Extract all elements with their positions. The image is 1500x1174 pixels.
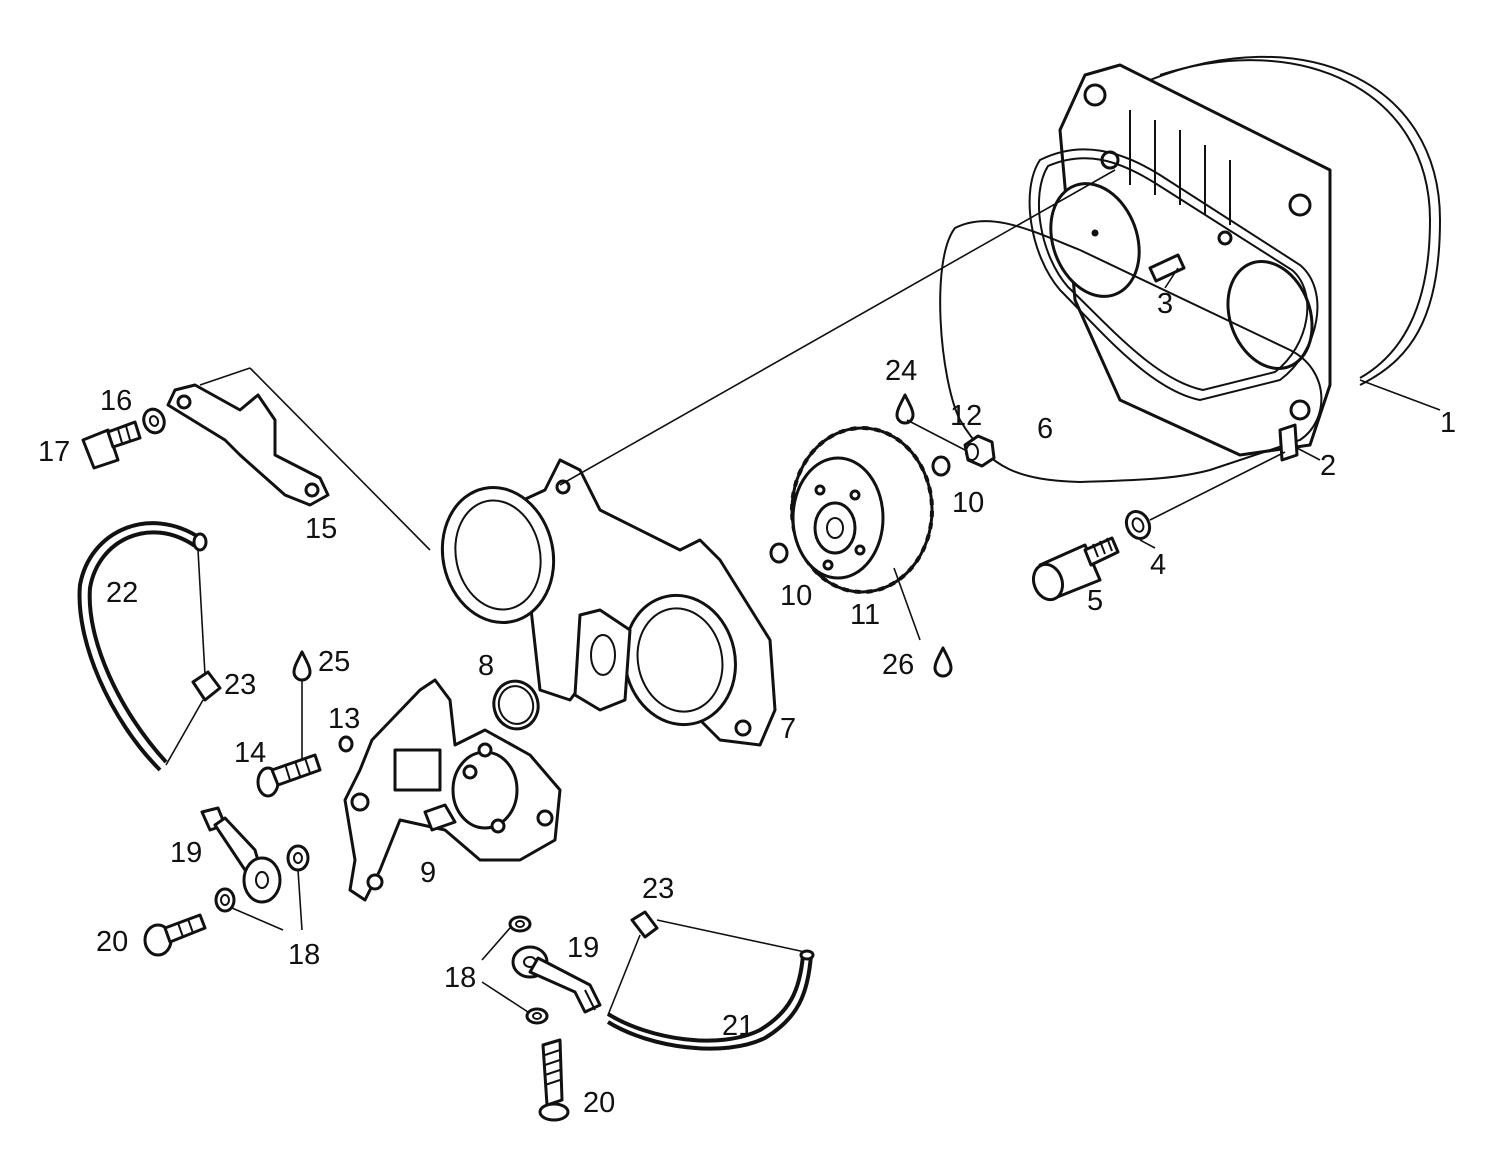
part-12-nut xyxy=(963,434,996,468)
part-3-dowel-pin xyxy=(1148,253,1186,283)
callout-13: 13 xyxy=(328,703,360,735)
part-7-pump-housing xyxy=(440,458,777,747)
callout-16: 16 xyxy=(100,385,132,417)
part-18-washer-b xyxy=(214,887,236,913)
part-11-oil-pump-gear xyxy=(790,426,935,594)
part-20-banjo-bolt-b xyxy=(538,1038,570,1122)
part-15-bracket xyxy=(166,383,330,507)
part-13-washer xyxy=(338,735,354,753)
callout-10-a: 10 xyxy=(952,487,984,519)
callout-21: 21 xyxy=(722,1010,754,1042)
part-2-stud xyxy=(1278,423,1299,462)
part-16-washer xyxy=(142,407,166,435)
callout-12: 12 xyxy=(950,400,982,432)
callout-23-b: 23 xyxy=(642,873,674,905)
callout-25: 25 xyxy=(318,646,350,678)
part-18-washer-a xyxy=(286,844,310,872)
callout-15: 15 xyxy=(305,513,337,545)
callout-6: 6 xyxy=(1037,413,1053,445)
callout-19-b: 19 xyxy=(567,932,599,964)
cover-ribs xyxy=(1129,110,1231,225)
callout-10-b: 10 xyxy=(780,580,812,612)
part-19-banjo-fitting-a xyxy=(200,806,282,904)
callout-9: 9 xyxy=(420,857,436,889)
part-14-screw xyxy=(256,753,322,798)
callout-labels: 1 2 3 4 5 6 7 8 9 10 10 11 12 13 14 15 1… xyxy=(38,288,1456,1119)
gear-teeth xyxy=(790,426,935,594)
callout-18-b: 18 xyxy=(444,962,476,994)
cover-flange-ring xyxy=(1149,55,1442,386)
callout-14: 14 xyxy=(234,737,266,769)
callout-23-a: 23 xyxy=(224,669,256,701)
leader-lines xyxy=(165,169,1441,1016)
callout-4: 4 xyxy=(1150,549,1166,581)
callout-18-a: 18 xyxy=(288,939,320,971)
part-17-bolt xyxy=(81,420,142,470)
callout-3: 3 xyxy=(1157,288,1173,320)
callout-8: 8 xyxy=(478,650,494,682)
part-18-washer-d xyxy=(525,1007,549,1025)
callout-17: 17 xyxy=(38,436,70,468)
part-18-washer-c xyxy=(508,915,532,933)
callout-20-a: 20 xyxy=(96,926,128,958)
part-23-hose-clip-a xyxy=(191,670,222,702)
part-4-washer xyxy=(1124,509,1152,541)
part-20-banjo-bolt-a xyxy=(143,913,207,957)
housing-bore-upper xyxy=(440,486,556,624)
part-1-timing-cover xyxy=(1049,55,1442,457)
part-8-o-ring xyxy=(492,679,540,731)
part-6-gasket xyxy=(939,148,1323,484)
callout-5: 5 xyxy=(1087,585,1103,617)
part-10-washer-a xyxy=(931,455,951,477)
droplet-icon xyxy=(933,646,953,678)
callout-26: 26 xyxy=(882,649,914,681)
callout-20-b: 20 xyxy=(583,1087,615,1119)
callout-7: 7 xyxy=(780,713,796,745)
part-19-banjo-fitting-b xyxy=(511,945,602,1014)
part-21-oil-hose xyxy=(606,949,815,1051)
callout-2: 2 xyxy=(1320,450,1336,482)
part-9-oil-pump xyxy=(343,678,562,902)
part-5-cap-screw xyxy=(1031,536,1120,602)
callout-11: 11 xyxy=(850,599,880,631)
droplet-icon xyxy=(895,393,915,425)
callout-24: 24 xyxy=(885,355,917,387)
part-22-oil-hose xyxy=(77,521,208,772)
part-10-washer-b xyxy=(769,542,789,564)
callout-1: 1 xyxy=(1440,407,1456,439)
callout-22: 22 xyxy=(106,577,138,609)
callout-19-a: 19 xyxy=(170,837,202,869)
droplet-icon xyxy=(292,650,312,682)
part-23-hose-clip-b xyxy=(630,910,659,939)
